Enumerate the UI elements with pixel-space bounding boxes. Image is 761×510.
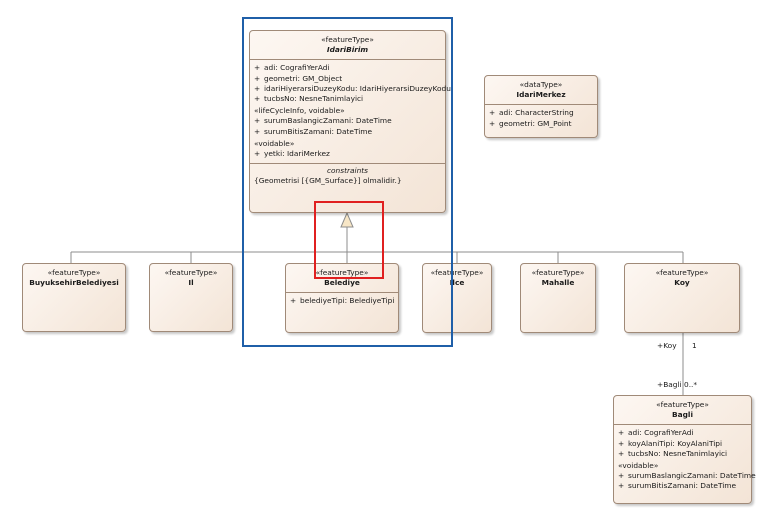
class-buyuksehir-belediyesi[interactable]: «featureType» BuyuksehirBelediyesi xyxy=(22,263,126,332)
generalization-arrowhead xyxy=(340,211,354,228)
attribute-row: +adi: CografiYerAdi xyxy=(254,63,330,73)
stereotype-label: «featureType» xyxy=(655,268,709,277)
attribute-row: +yetki: IdariMerkez xyxy=(254,149,330,159)
attributes-compartment: +adi: CografiYerAdi +koyAlaniTipi: KoyAl… xyxy=(614,424,756,495)
association-multiplicity-bagli: 0..* xyxy=(684,380,698,389)
stereotype-label: «featureType» xyxy=(164,268,218,277)
highlight-box-red xyxy=(314,201,384,279)
class-name: BuyuksehirBelediyesi xyxy=(29,278,119,288)
attribute-row: +surumBitisZamani: DateTime xyxy=(254,126,373,136)
class-idari-birim[interactable]: «featureType» IdariBirim +adi: CografiYe… xyxy=(249,30,451,213)
stereotype-label: «featureType» xyxy=(47,268,101,277)
attribute-row: +belediyeTipi: BelediyeTipi xyxy=(290,296,395,306)
stereotype-label: «featureType» xyxy=(656,400,709,409)
attribute-row: +geometri: GM_Point xyxy=(489,118,572,128)
class-name: Bagli xyxy=(672,410,693,420)
stereotype-label: «dataType» xyxy=(519,80,563,89)
attribute-row: +surumBitisZamani: DateTime xyxy=(618,481,737,491)
attribute-row: +tucbsNo: NesneTanimlayici xyxy=(618,448,728,458)
class-bagli[interactable]: «featureType» Bagli +adi: CografiYerAdi … xyxy=(613,395,756,504)
attribute-row: +adi: CografiYerAdi xyxy=(618,428,694,438)
voidable-header: «voidable» xyxy=(618,461,659,471)
association-multiplicity-koy: 1 xyxy=(692,341,697,350)
stereotype-label: «featureType» xyxy=(315,268,369,277)
class-koy[interactable]: «featureType» Koy xyxy=(624,263,740,333)
highlight-box-blue xyxy=(242,17,453,347)
attribute-row: +tucbsNo: NesneTanimlayici xyxy=(254,94,364,104)
class-ilce[interactable]: «featureType» Ilce xyxy=(422,263,492,333)
attribute-row: +surumBaslangicZamani: DateTime xyxy=(618,471,756,481)
attributes-compartment: +belediyeTipi: BelediyeTipi xyxy=(286,292,398,310)
association-role-koy: +Koy xyxy=(657,341,677,350)
class-name: IdariBirim xyxy=(326,45,369,55)
class-name: Koy xyxy=(674,278,690,288)
attribute-row: +koyAlaniTipi: KoyAlaniTipi xyxy=(618,438,723,448)
class-name: Belediye xyxy=(324,278,360,288)
class-name: Il xyxy=(188,278,194,288)
voidable-header: «voidable» xyxy=(254,138,295,148)
attributes-compartment: +adi: CografiYerAdi +geometri: GM_Object… xyxy=(250,59,451,163)
constraints-title: constraints xyxy=(326,166,369,176)
attribute-row: +adi: CharacterString xyxy=(489,108,574,118)
stereotype-label: «featureType» xyxy=(531,268,585,277)
attribute-row: +surumBaslangicZamani: DateTime xyxy=(254,116,392,126)
class-belediye[interactable]: «featureType» Belediye +belediyeTipi: Be… xyxy=(285,263,399,333)
lifecycle-header: «lifeCycleInfo, voidable» xyxy=(254,106,345,116)
constraints-compartment: constraints {Geometrisi [{GM_Surface}] o… xyxy=(250,163,445,190)
class-il[interactable]: «featureType» Il xyxy=(149,263,233,332)
stereotype-label: «featureType» xyxy=(430,268,484,277)
class-name: Mahalle xyxy=(541,278,575,288)
attribute-row: +geometri: GM_Object xyxy=(254,73,343,83)
attribute-row: +idariHiyerarsiDuzeyKodu: IdariHiyerarsi… xyxy=(254,83,451,93)
attributes-compartment: +adi: CharacterString +geometri: GM_Poin… xyxy=(485,104,597,132)
class-name: IdariMerkez xyxy=(516,90,566,100)
constraint-text: {Geometrisi [{GM_Surface}] olmalidir.} xyxy=(254,176,402,186)
class-name: Ilce xyxy=(449,278,465,288)
class-idari-merkez[interactable]: «dataType» IdariMerkez +adi: CharacterSt… xyxy=(484,75,598,138)
class-mahalle[interactable]: «featureType» Mahalle xyxy=(520,263,596,333)
stereotype-label: «featureType» xyxy=(321,35,374,44)
association-role-bagli: +Bagli xyxy=(657,380,682,389)
